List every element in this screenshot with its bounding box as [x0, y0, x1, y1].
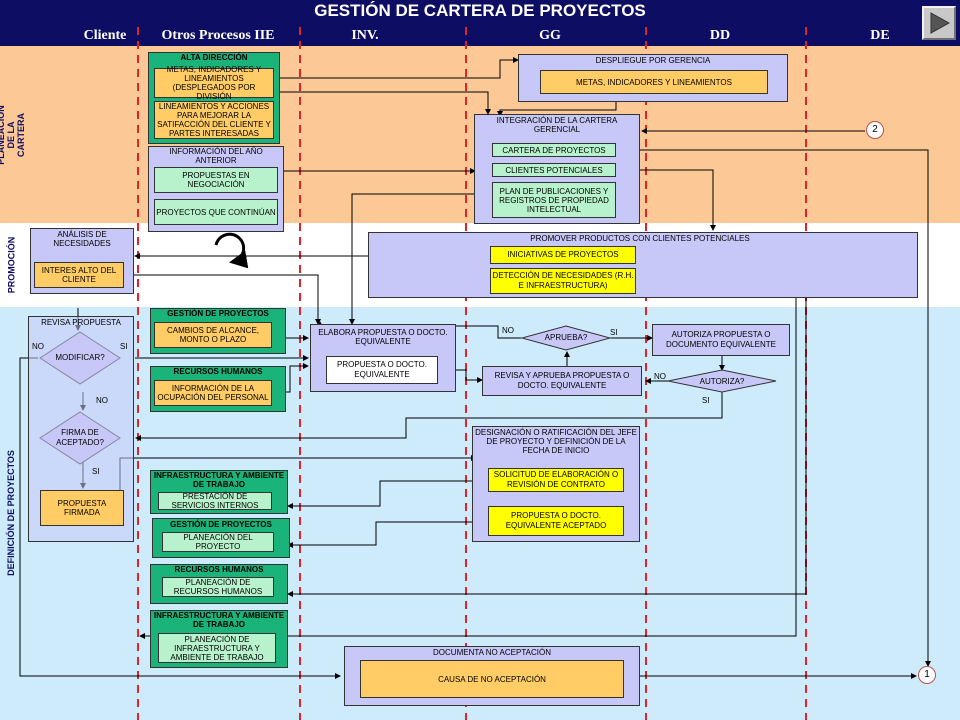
integracion-header: INTEGRACIÓN DE LA CARTERA GERENCIAL	[496, 116, 618, 134]
integracion-doc-plan[interactable]: PLAN DE PUBLICACIONES Y REGISTROS DE PRO…	[492, 182, 616, 218]
elabora-header: ELABORA PROPUESTA O DOCTO. EQUIVALENTE	[318, 328, 448, 346]
label-no: NO	[654, 372, 666, 381]
column-dd: DD	[709, 28, 731, 43]
despliegue-doc-metas[interactable]: METAS, INDICADORES Y LINEAMIENTOS	[540, 70, 768, 94]
analisis-header: ANÁLISIS DE NECESIDADES	[53, 230, 111, 248]
gestion-proyectos-header: GESTIÓN DE PROYECTOS	[167, 309, 269, 318]
connector-1[interactable]: 1	[918, 666, 936, 684]
no-aceptacion-header: DOCUMENTA NO ACEPTACIÓN	[433, 648, 551, 657]
lane-separator	[0, 305, 960, 307]
revisa-aprueba-process[interactable]: REVISA Y APRUEBA PROPUESTA O DOCTO. EQUI…	[482, 366, 642, 396]
alta-direccion-header: ALTA DIRECCIÓN	[180, 53, 248, 62]
recursos-humanos-header: RECURSOS HUMANOS	[173, 367, 263, 376]
info-anio-header: INFORMACIÓN DEL AÑO ANTERIOR	[169, 147, 263, 165]
designacion-doc-solicitud[interactable]: SOLICITUD DE ELABORACIÓN O REVISIÓN DE C…	[488, 468, 624, 492]
promover-productos-process[interactable]	[368, 232, 918, 298]
autoriza-propuesta-process[interactable]: AUTORIZA PROPUESTA O DOCUMENTO EQUIVALEN…	[652, 324, 790, 356]
column-cliente: Cliente	[83, 28, 127, 43]
decision-firma-aceptado[interactable]: FIRMA DE ACEPTADO?	[56, 428, 104, 447]
infraestructura-doc-planeacion[interactable]: PLANEACIÓN DE INFRAESTRUCTURA Y AMBIENTE…	[158, 633, 276, 663]
label-no: NO	[32, 342, 44, 351]
no-aceptacion-doc-causa[interactable]: CAUSA DE NO ACEPTACIÓN	[360, 660, 624, 698]
column-inv: INV.	[351, 28, 379, 43]
infraestructura-doc-servicios[interactable]: PRESTACIÓN DE SERVICIOS INTERNOS	[158, 492, 272, 510]
analisis-doc-interes[interactable]: INTERES ALTO DEL CLIENTE	[34, 262, 124, 288]
connector-2[interactable]: 2	[866, 121, 884, 139]
column-de: DE	[870, 28, 890, 43]
alta-direccion-doc-lineamientos[interactable]: LINEAMIENTOS Y ACCIONES PARA MEJORAR LA …	[154, 101, 274, 139]
gestion-doc-planeacion[interactable]: PLANEACIÓN DEL PROYECTO	[162, 532, 274, 552]
recursos-humanos-header: RECURSOS HUMANOS	[174, 565, 264, 574]
gestion-doc-cambios[interactable]: CAMBIOS DE ALCANCE, MONTO O PLAZO	[154, 322, 272, 348]
play-triangle-icon	[930, 12, 950, 34]
recursos-doc-planeacion[interactable]: PLANEACIÓN DE RECURSOS HUMANOS	[162, 577, 274, 597]
despliegue-header: DESPLIEGUE POR GERENCIA	[595, 56, 711, 65]
info-anio-doc-propuestas[interactable]: PROPUESTAS EN NEGOCIACIÓN	[154, 167, 278, 193]
info-anio-doc-proyectos[interactable]: PROYECTOS QUE CONTINÚAN	[154, 199, 278, 225]
elabora-doc-propuesta[interactable]: PROPUESTA O DOCTO. EQUIVALENTE	[326, 356, 438, 384]
label-no: NO	[502, 326, 514, 335]
gestion-proyectos-header: GESTIÓN DE PROYECTOS	[170, 520, 272, 529]
decision-aprueba[interactable]: APRUEBA?	[544, 333, 588, 342]
designacion-doc-propuesta-aceptado[interactable]: PROPUESTA O DOCTO. EQUIVALENTE ACEPTADO	[488, 506, 624, 536]
column-gg: GG	[539, 28, 561, 43]
integracion-doc-clientes[interactable]: CLIENTES POTENCIALES	[492, 163, 616, 177]
designacion-header: DESIGNACIÓN O RATIFICACIÓN DEL JEFE DE P…	[475, 428, 637, 455]
alta-direccion-doc-metas[interactable]: METAS, INDICADORES Y LINEAMIENTOS (DESPL…	[154, 65, 274, 101]
promover-doc-iniciativas[interactable]: INICIATIVAS DE PROYECTOS	[490, 246, 636, 264]
label-si: SI	[120, 342, 128, 351]
label-no: NO	[96, 396, 108, 405]
infraestructura-header: INFRAESTRUCTURA Y AMBIENTE DE TRABAJO	[153, 471, 285, 489]
decision-modificar[interactable]: MODIFICAR?	[55, 353, 105, 362]
header-band	[0, 0, 960, 46]
infraestructura-header: INFRAESTRUCTURA Y AMBIENTE DE TRABAJO	[153, 611, 285, 629]
revisa-propuesta-header: REVISA PROPUESTA	[41, 318, 121, 327]
integracion-doc-cartera[interactable]: CARTERA DE PROYECTOS	[492, 143, 616, 157]
revisa-doc-propuesta-firmada[interactable]: PROPUESTA FIRMADA	[40, 490, 124, 526]
page-title: GESTIÓN DE CARTERA DE PROYECTOS	[314, 1, 646, 20]
promover-doc-deteccion[interactable]: DETECCIÓN DE NECESIDADES (R.H. E INFRAES…	[490, 268, 636, 294]
label-si: SI	[702, 396, 710, 405]
label-si: SI	[92, 467, 100, 476]
decision-autoriza[interactable]: AUTORIZA?	[699, 377, 745, 386]
column-otros-procesos: Otros Procesos IIE	[161, 28, 275, 43]
promover-header: PROMOVER PRODUCTOS CON CLIENTES POTENCIA…	[530, 234, 750, 243]
recursos-doc-ocupacion[interactable]: INFORMACIÓN DE LA OCUPACIÓN DEL PERSONAL	[154, 380, 272, 406]
lane-separator	[0, 223, 960, 225]
next-slide-button[interactable]	[922, 6, 956, 40]
label-si: SI	[610, 328, 618, 337]
